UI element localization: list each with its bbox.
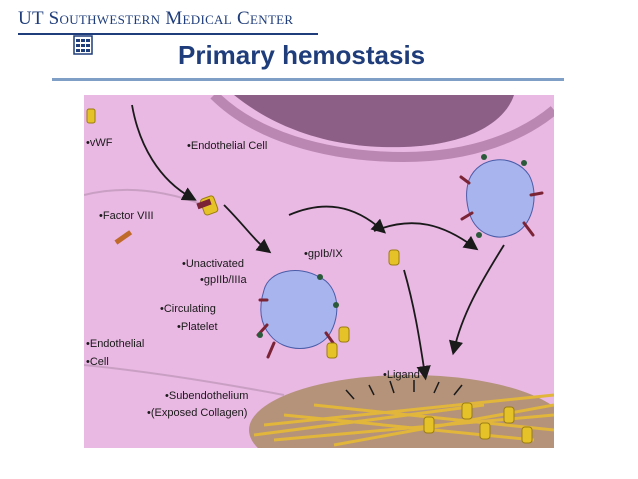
page-title: Primary hemostasis [178, 40, 426, 70]
hemostasis-diagram [84, 95, 554, 448]
label-circulating: •Circulating [160, 303, 216, 315]
platelet-vwf-cylinders [326, 249, 400, 359]
circulating-platelet-shape [260, 270, 338, 349]
institution-logo-text: UT Southwestern Medical Center [18, 8, 293, 30]
label-gpib-ix: •gpIb/IX [304, 248, 343, 260]
ligand-strands [345, 380, 463, 400]
title-rule [52, 78, 564, 81]
label-gpiib-iiia: •gpIIb/IIIa [200, 274, 247, 286]
label-platelet: •Platelet [177, 321, 218, 333]
label-factor-viii: •Factor VIII [99, 210, 154, 222]
right-platelet-shape [466, 159, 535, 238]
institution-crest-icon [73, 35, 93, 55]
label-cell: •Cell [86, 356, 109, 368]
vwf-cylinder-corner [86, 108, 96, 124]
logo-text: UT Southwestern Medical Center [18, 8, 294, 29]
endothelial-cell-top-shape [234, 95, 514, 148]
label-endothelial-cell-top: •Endothelial Cell [187, 140, 268, 152]
factor-viii-shape [114, 230, 133, 245]
label-endothelial: •Endothelial [86, 338, 145, 350]
label-unactivated: •Unactivated [182, 258, 244, 270]
collagen-fibers [253, 393, 554, 447]
label-subendothelium: •Subendothelium [165, 390, 249, 402]
receptors [256, 175, 544, 359]
header-rule [18, 33, 318, 35]
label-vwf: •vWF [86, 137, 113, 149]
collagen-vwf-cylinders [423, 402, 533, 444]
flow-arrows [131, 104, 505, 381]
label-exposed-collagen: •(Exposed Collagen) [147, 407, 248, 419]
label-ligand: •Ligand [383, 369, 420, 381]
factor-viii-bound [196, 198, 212, 210]
